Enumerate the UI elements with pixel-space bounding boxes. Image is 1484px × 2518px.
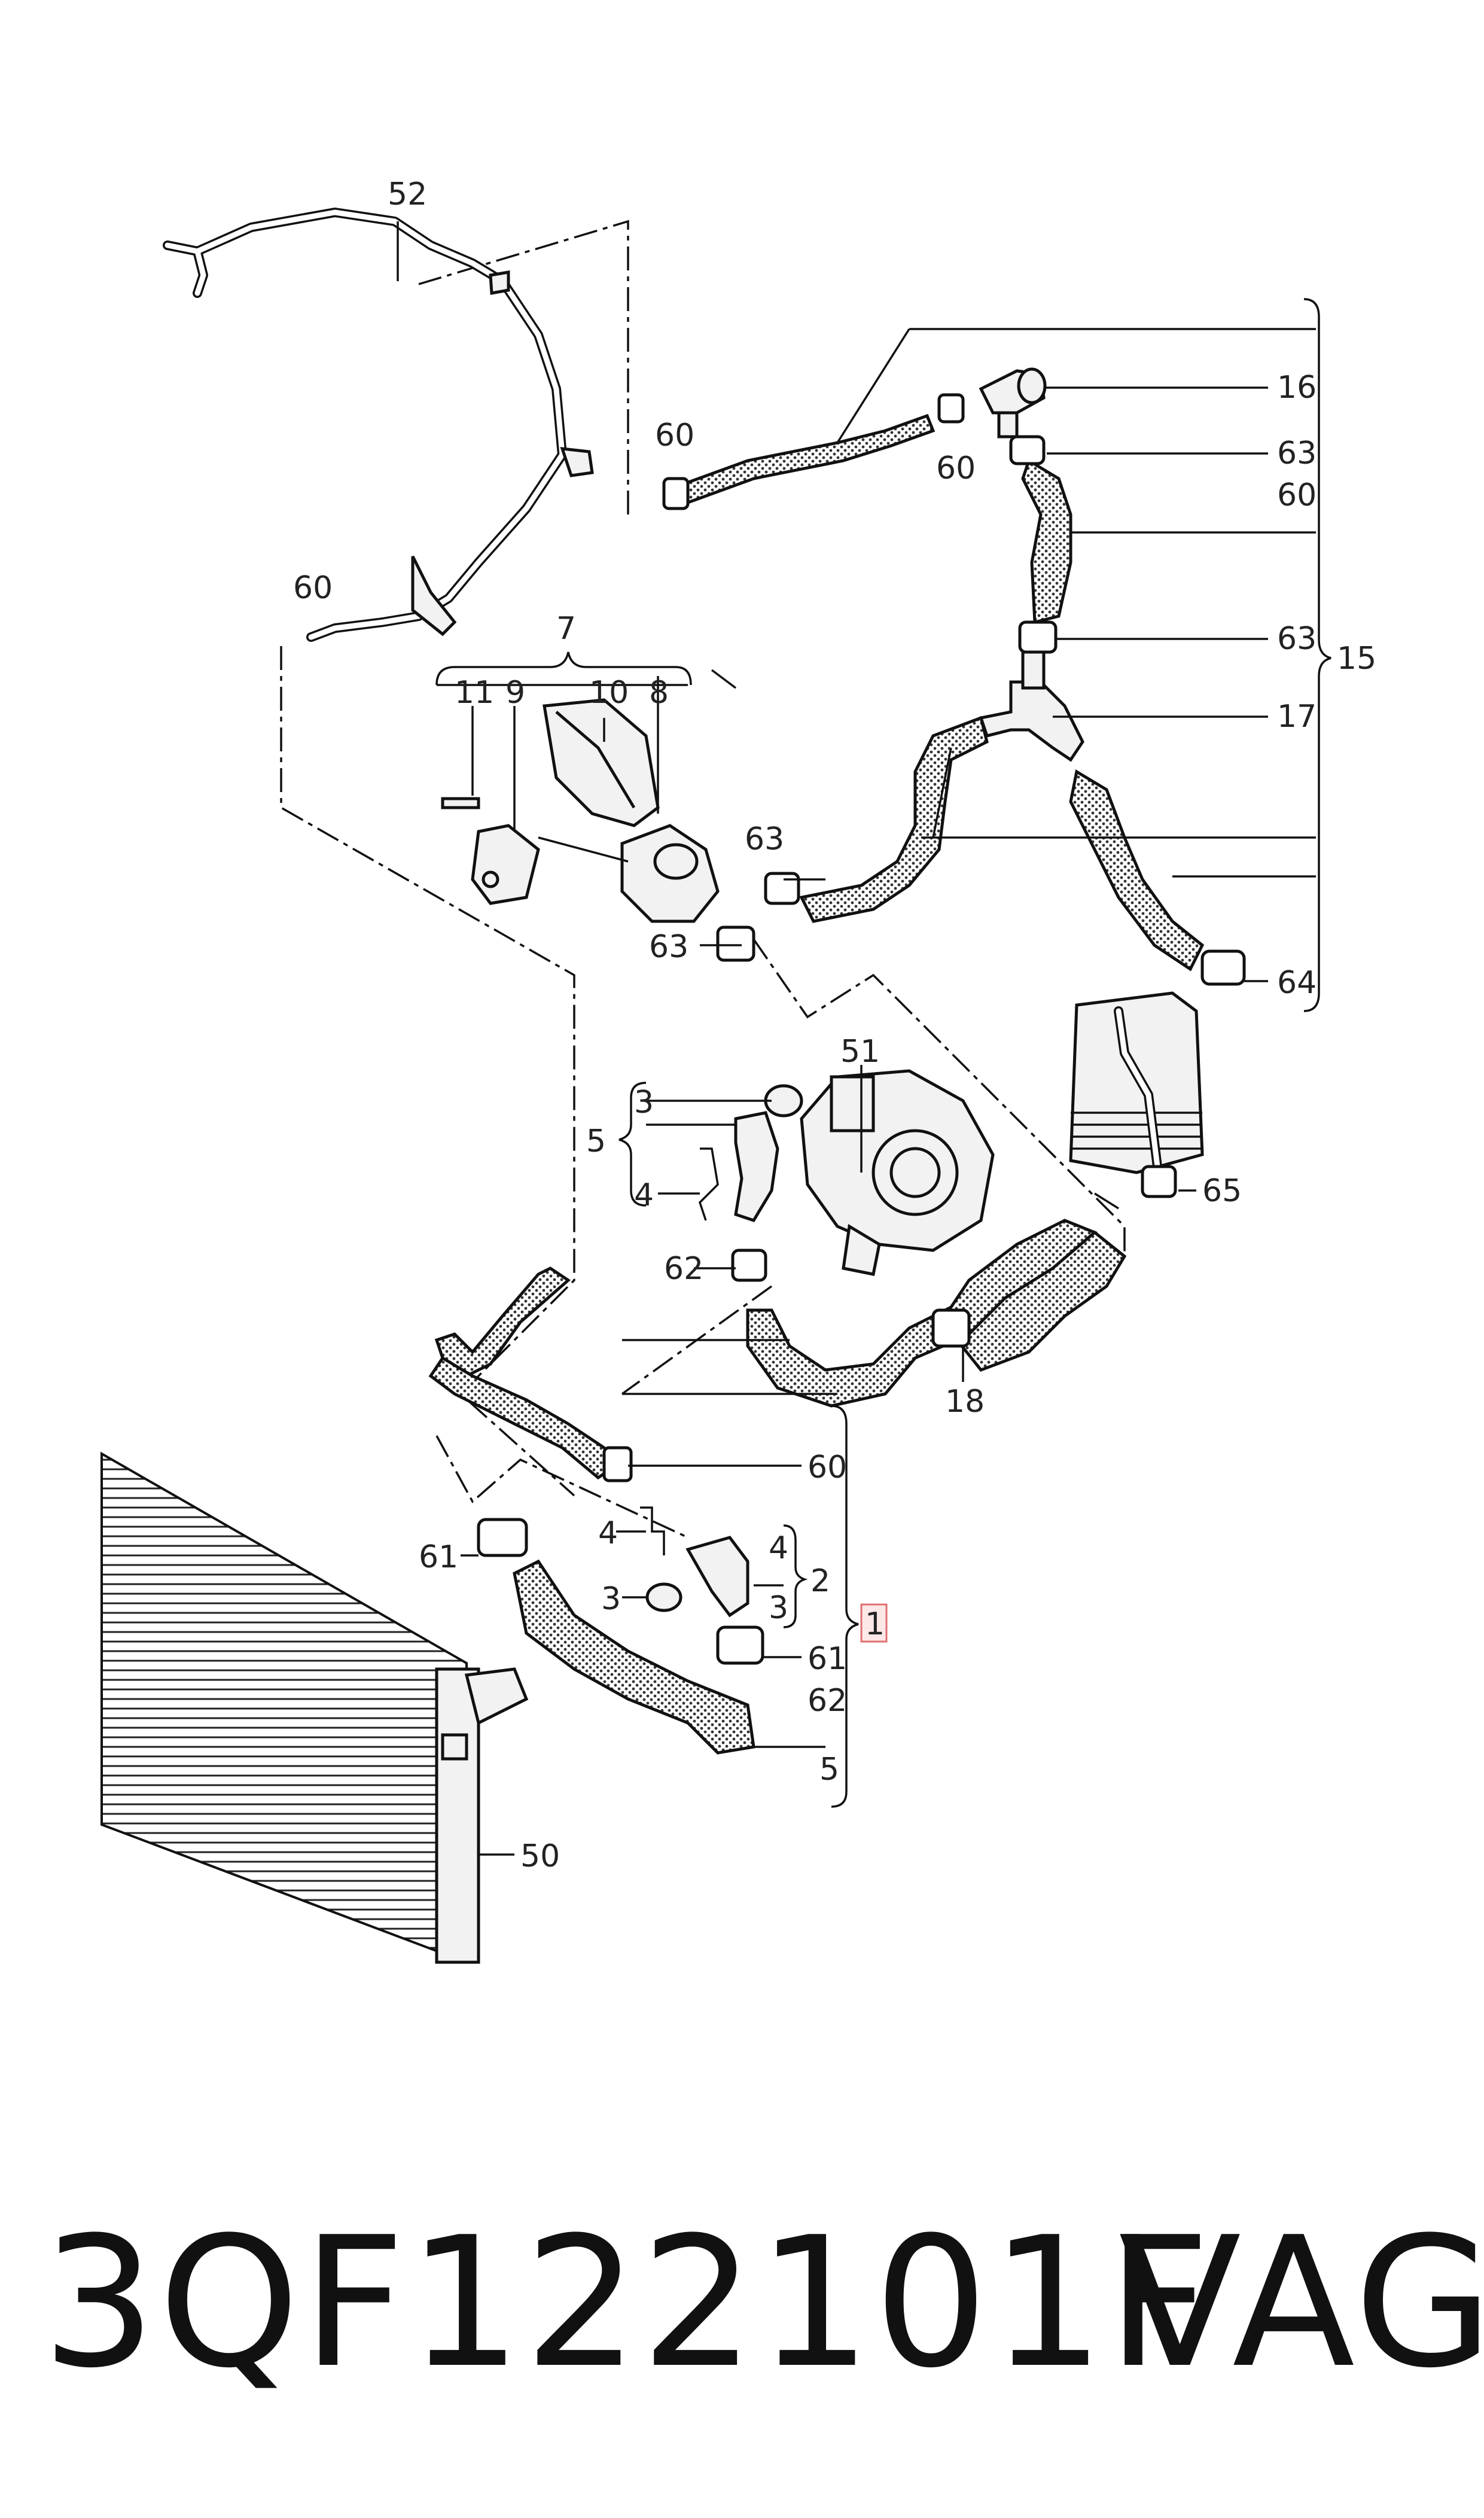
callout-1: 1 [865,1606,885,1642]
t-piece-17 [979,650,1084,762]
callout-52: 52 [388,176,427,212]
connection-5-lower [640,1506,749,1618]
clamp-61-right [716,1625,764,1665]
brand-name: VAG [1119,2199,1484,2407]
connection-5-upper [698,1084,803,1282]
clamp-60-upper-right [937,393,965,424]
assembly-outline-upper [418,220,629,514]
highlight-box-1 [860,1603,888,1643]
hose-long-s [799,715,989,923]
callout-60-b: 60 [936,450,976,486]
clamp-64 [1200,949,1246,986]
water-pump-8 [441,698,755,962]
hose-upper [679,413,936,505]
callout-3-b: 3 [601,1581,621,1617]
assembly-outline-lower [435,1435,688,1539]
callout-17: 17 [1277,699,1317,735]
brace-5-upper [618,1082,647,1207]
callout-7: 7 [556,611,576,647]
callout-63-a: 63 [1277,436,1317,471]
hose-to-64 [1069,769,1205,972]
assembly-outline-left [280,646,575,1497]
callout-18: 18 [945,1384,985,1420]
connector-16 [979,367,1047,439]
callout-60-d: 60 [293,570,333,606]
clamp-61-left [477,1518,528,1557]
clamp-63-top [1009,435,1046,465]
callout-64: 64 [1277,965,1317,1001]
brace-1 [831,1405,859,1808]
brace-15 [1303,298,1331,1012]
callout-51: 51 [840,1034,880,1070]
clamp-60-upper-left [662,477,690,510]
callout-60-a: 60 [655,418,694,453]
callout-65: 65 [1202,1173,1242,1209]
callout-3-c: 3 [769,1590,788,1626]
oil-cooler [1069,991,1204,1198]
exploded-parts-diagram: 52 60 60 16 63 60 63 15 17 64 60 7 11 9 … [100,176,1376,1964]
callout-50: 50 [520,1838,560,1874]
clamp-63-lower [764,872,800,905]
callout-4-b: 4 [598,1515,618,1551]
callout-10: 10 [589,675,629,711]
callout-3-a: 3 [634,1085,654,1121]
brace-7 [435,651,692,686]
hose-left-long [434,1266,571,1378]
callout-63-b: 63 [1277,621,1317,657]
callout-11: 11 [455,675,494,711]
assembly-outline-middle [752,939,1126,1256]
callout-62-a: 62 [664,1251,703,1287]
leader-lines [437,328,1316,1856]
breather-pipe-52 [163,208,594,642]
callout-4-c: 4 [769,1530,788,1566]
hose-lower-diagonal [428,1356,618,1480]
hose-lower-radiator [513,1559,755,1755]
brace-2 [783,1524,808,1628]
callout-5-b: 5 [819,1752,839,1788]
thermostat-housing-51 [800,1069,995,1276]
callout-61-a: 61 [419,1539,458,1575]
callout-60-c: 60 [1277,477,1317,513]
callout-2: 2 [810,1563,830,1599]
callout-5-a: 5 [586,1123,606,1159]
part-number: 3QF122101F [42,2199,1213,2407]
callout-9: 9 [505,675,525,711]
hose-18-branch [930,1219,1098,1336]
callout-4-a: 4 [634,1177,654,1213]
callout-15: 15 [1337,641,1376,677]
callout-8: 8 [649,675,669,711]
callout-16: 16 [1277,370,1317,406]
clamp-63-mid [1018,620,1058,654]
callout-62-b: 62 [807,1683,847,1719]
callout-60-e: 60 [807,1450,847,1485]
hose-vertical-right [1021,458,1072,625]
callout-63-d: 63 [649,929,688,965]
radiator-50 [100,1451,529,1964]
clamp-18 [931,1308,971,1348]
callout-63-c: 63 [745,821,784,857]
callout-61-b: 61 [807,1641,847,1677]
clamp-60-lower [602,1446,633,1482]
